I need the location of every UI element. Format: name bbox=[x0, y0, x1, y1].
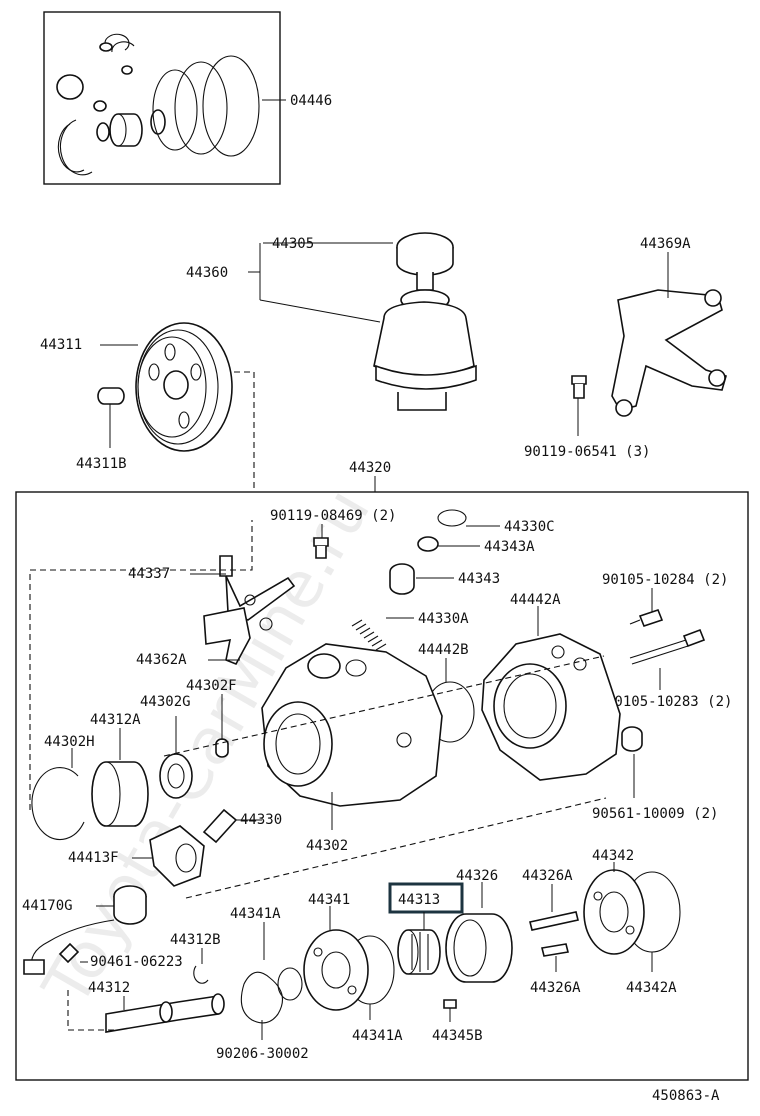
label-44342a: 44342A bbox=[626, 980, 677, 996]
label-90561-10009: 90561-10009 (2) bbox=[592, 806, 718, 822]
label-44326a-top: 44326A bbox=[522, 868, 573, 884]
highlight-box-44313[interactable] bbox=[388, 882, 464, 914]
label-04446: 04446 bbox=[290, 93, 332, 109]
pump-body-group: 44302 44302F 44330 bbox=[186, 643, 443, 854]
label-44302h: 44302H bbox=[44, 734, 95, 750]
label-44337: 44337 bbox=[128, 566, 170, 582]
reservoir-group: 44305 44360 bbox=[186, 232, 477, 411]
label-44369a: 44369A bbox=[640, 236, 691, 252]
figure-code: 450863-A bbox=[652, 1088, 720, 1104]
gasket-kit-frame bbox=[43, 11, 281, 185]
label-44330: 44330 bbox=[240, 812, 282, 828]
label-44342: 44342 bbox=[592, 848, 634, 864]
label-90105-10284: 90105-10284 (2) bbox=[602, 572, 728, 588]
alignment-line-lower bbox=[185, 797, 607, 899]
label-90119-06541: 90119-06541 (3) bbox=[524, 444, 650, 460]
label-90206-30002: 90206-30002 bbox=[216, 1046, 309, 1062]
upper-small-parts: 90119-08469 (2) 44330C 44343A 44343 4433… bbox=[128, 508, 555, 668]
label-90461-06223: 90461-06223 bbox=[90, 954, 183, 970]
pulley-group: 44311 44311B bbox=[40, 322, 255, 492]
rear-plate-group: 44342 44342A bbox=[583, 848, 681, 996]
label-44302: 44302 bbox=[306, 838, 348, 854]
label-44326a-bottom: 44326A bbox=[530, 980, 581, 996]
alignment-line-upper bbox=[163, 655, 605, 757]
label-44330c: 44330C bbox=[504, 519, 555, 535]
label-44360: 44360 bbox=[186, 265, 228, 281]
label-90119-08469: 90119-08469 (2) bbox=[270, 508, 396, 524]
label-44442b: 44442B bbox=[418, 642, 469, 658]
front-housing-group: 44442A 44442B bbox=[418, 592, 621, 781]
label-44343: 44343 bbox=[458, 571, 500, 587]
lower-left-parts: 44170G 90461-06223 44312B 44312 bbox=[22, 885, 225, 1033]
label-44302f: 44302F bbox=[186, 678, 237, 694]
gasket-kit-group: 04446 bbox=[43, 11, 332, 185]
cam-ring-group: 44326 bbox=[445, 868, 513, 983]
label-44311: 44311 bbox=[40, 337, 82, 353]
label-44343a: 44343A bbox=[484, 539, 535, 555]
gasket-kit-parts bbox=[56, 33, 260, 176]
label-90105-10283: 90105-10283 (2) bbox=[606, 694, 732, 710]
rotor-44313-group[interactable]: 44313 44345B bbox=[388, 882, 483, 1044]
label-44313[interactable]: 44313 bbox=[398, 892, 440, 908]
label-44312: 44312 bbox=[88, 980, 130, 996]
pins-group: 44326A 44326A bbox=[522, 868, 581, 996]
label-44302g: 44302G bbox=[140, 694, 191, 710]
label-44320: 44320 bbox=[349, 460, 391, 476]
label-44326: 44326 bbox=[456, 868, 498, 884]
label-44341: 44341 bbox=[308, 892, 350, 908]
label-44362a: 44362A bbox=[136, 652, 187, 668]
label-44330a: 44330A bbox=[418, 611, 469, 627]
side-plate-group: 44341 44341A bbox=[303, 892, 403, 1044]
pump-assembly-frame bbox=[15, 491, 749, 1081]
label-44305: 44305 bbox=[272, 236, 314, 252]
label-44341a-bottom: 44341A bbox=[352, 1028, 403, 1044]
label-44312b: 44312B bbox=[170, 932, 221, 948]
label-44170g: 44170G bbox=[22, 898, 73, 914]
mount-bolts: 90105-10284 (2) 90105-10283 (2) 90561-10… bbox=[592, 572, 732, 822]
label-44345b: 44345B bbox=[432, 1028, 483, 1044]
label-44442a: 44442A bbox=[510, 592, 561, 608]
label-44413f: 44413F bbox=[68, 850, 119, 866]
bracket-group: 44369A 90119-06541 (3) bbox=[524, 236, 727, 460]
lower-mid-parts: 44341A 90206-30002 bbox=[216, 906, 309, 1062]
label-44341a-top: 44341A bbox=[230, 906, 281, 922]
label-44312a: 44312A bbox=[90, 712, 141, 728]
connector-44413f-group: 44413F bbox=[68, 825, 205, 887]
label-44311b: 44311B bbox=[76, 456, 127, 472]
left-seals-group: 44302G 44312A 44302H bbox=[29, 520, 253, 841]
